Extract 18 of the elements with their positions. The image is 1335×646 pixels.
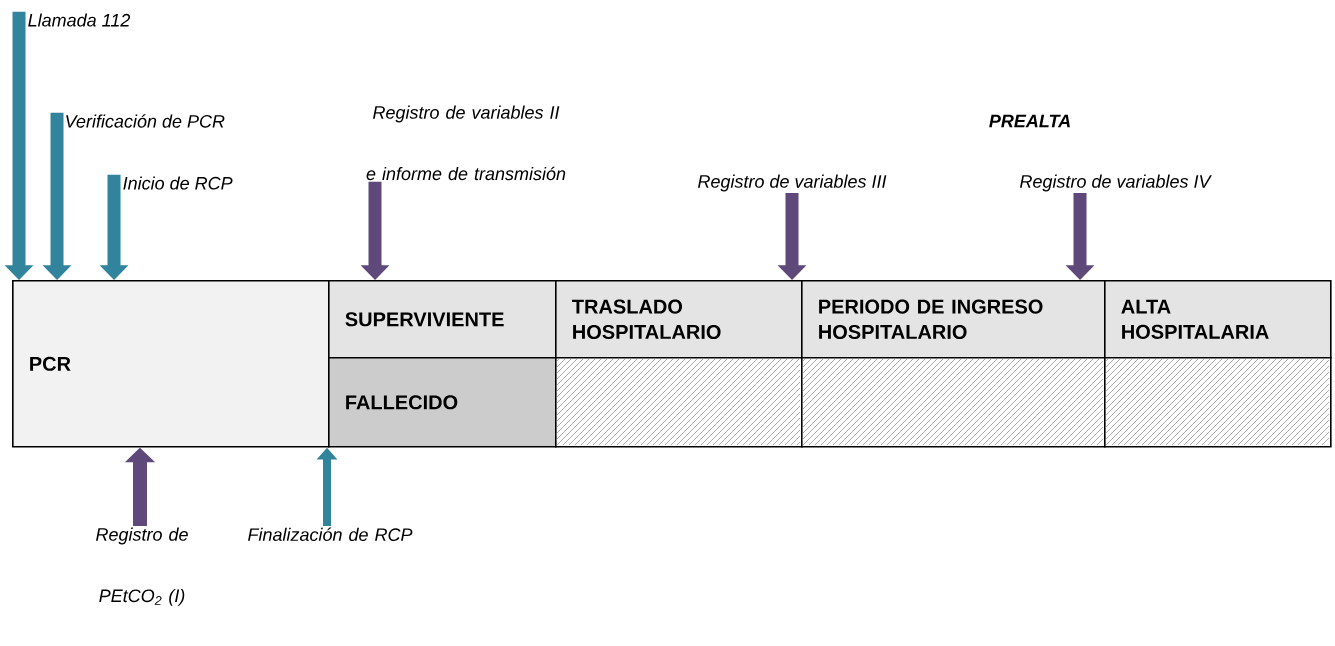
annotation-text: Registro de variables III <box>698 174 887 192</box>
annotation-text: Registro de variables IV <box>1020 174 1212 192</box>
table-cell: TRASLADO HOSPITALARIO <box>555 280 803 359</box>
phase-label: PREALTA <box>989 114 1070 128</box>
table-cell: ALTA HOSPITALARIA <box>1104 280 1332 359</box>
table-cell: PERIODO DE INGRESO HOSPITALARIO <box>801 280 1106 359</box>
table-cell: FALLECIDO <box>328 357 557 448</box>
annotation-text: Registro de variables II e informe de transmisión <box>366 105 566 181</box>
annotation-text: Verificación de PCR <box>66 114 225 128</box>
table-cell: SUPERVIVIENTE <box>328 280 557 359</box>
annotation-text: Finalización de RCP <box>248 527 413 542</box>
annotation-text: Inicio de RCP <box>123 176 233 190</box>
hatched-cell <box>555 357 803 448</box>
hatched-cell <box>801 357 1106 448</box>
annotation-text: Llamada 112 <box>28 13 131 27</box>
annotation-text: Registro de PEtCO$_{2}$ (I) <box>96 527 188 606</box>
table-cell: PCR <box>12 280 330 448</box>
hatched-cell <box>1104 357 1332 448</box>
